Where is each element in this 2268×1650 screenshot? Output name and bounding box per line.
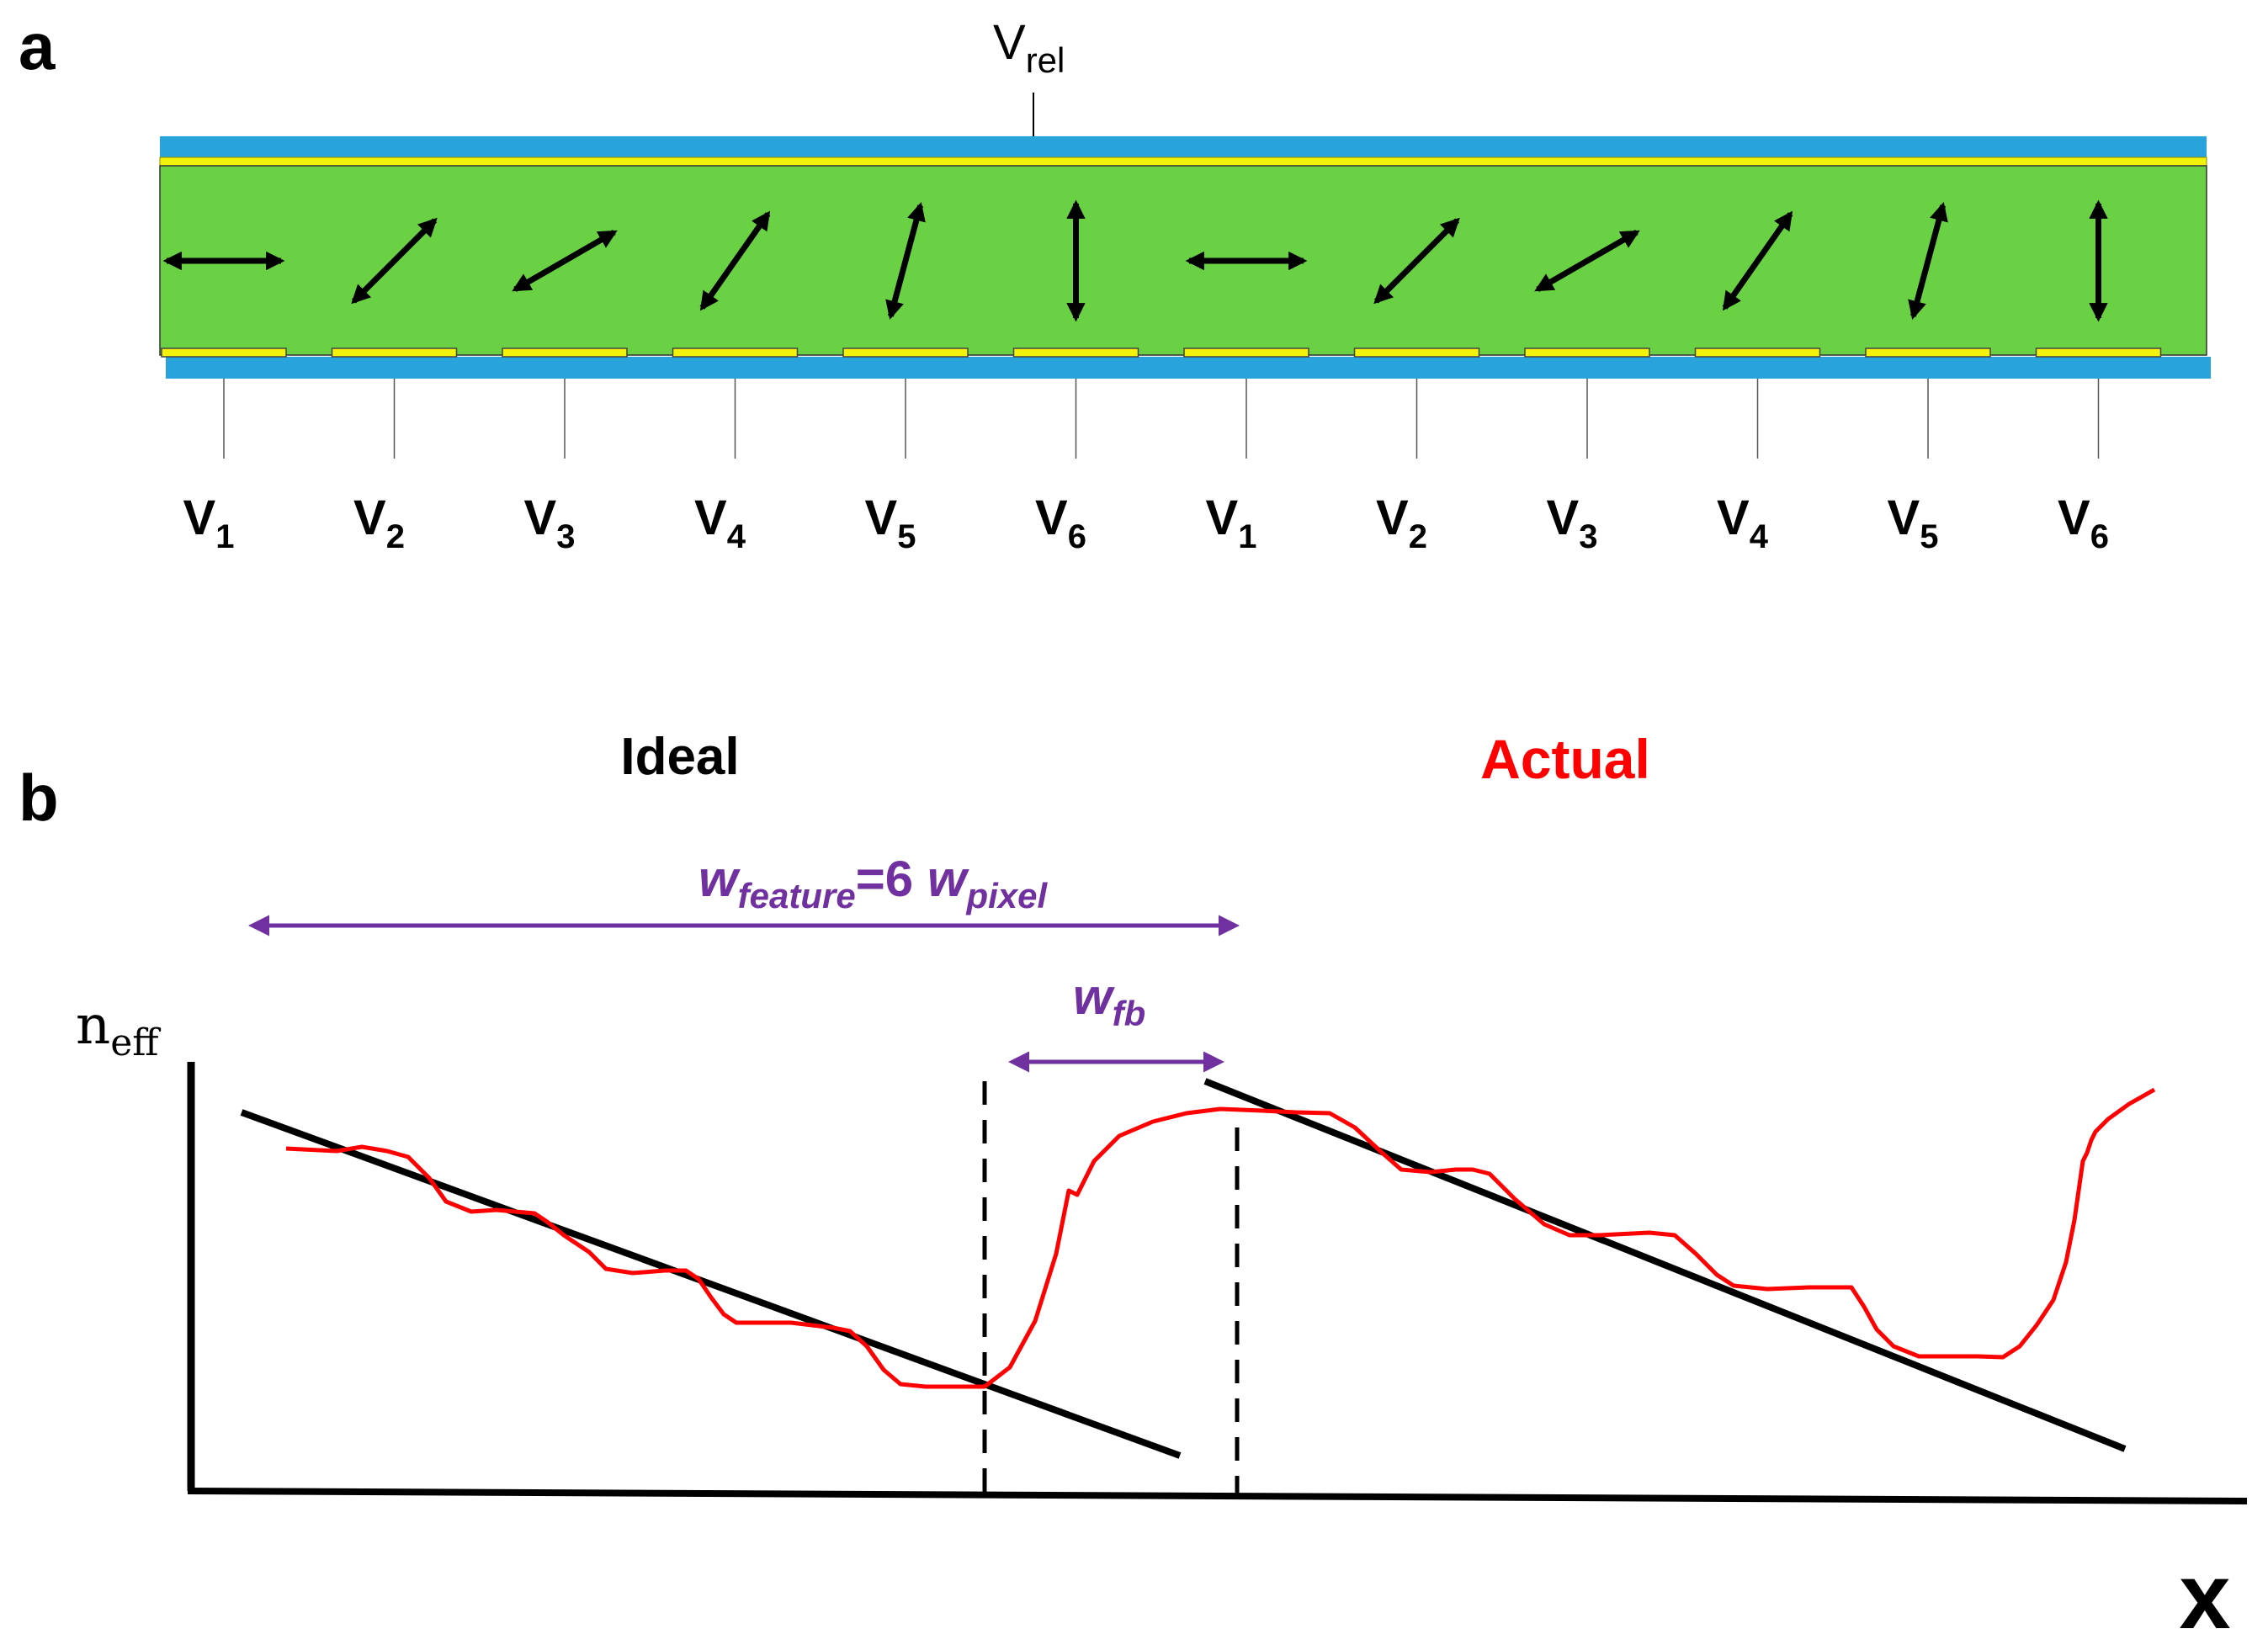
electrode-voltage-label: V5 [865, 491, 916, 555]
ideal-line-1 [240, 1109, 1182, 1459]
electrode-voltage-label: V6 [2058, 491, 2109, 555]
electrode-voltage-sub: 4 [727, 518, 746, 555]
pixel-electrode [1183, 348, 1309, 358]
electrode-voltage-sub: 6 [1068, 518, 1086, 555]
electrode-voltage-sub: 6 [2090, 518, 2109, 555]
lc-director-arrow [512, 229, 618, 293]
pixel-electrode [1524, 348, 1650, 358]
electrode-voltage-label: V3 [1547, 491, 1598, 555]
pixel-electrode [2035, 348, 2162, 358]
electrode-voltage-label: V2 [353, 491, 405, 555]
electrode-voltage-main: V [1547, 491, 1580, 545]
electrode-voltage-main: V [2058, 491, 2090, 545]
lc-director-arrow [1722, 210, 1793, 311]
ideal-line-2 [1203, 1078, 2127, 1452]
electrode-voltage-main: V [1717, 491, 1750, 545]
electrode-voltage-label: V1 [183, 491, 235, 555]
electrode-voltage-sub: 5 [897, 518, 916, 555]
electrode-voltage-sub: 1 [1238, 518, 1256, 555]
electrode-voltage-label: V3 [524, 491, 576, 555]
actual-curve [285, 1087, 2156, 1389]
pixel-electrode [331, 348, 458, 358]
wfb-sub: fb [1113, 994, 1146, 1033]
pixel-electrode [1865, 348, 1991, 358]
electrode-voltage-label: V4 [694, 491, 746, 555]
electrode-voltage-label: V4 [1717, 491, 1769, 555]
electrode-voltage-main: V [1888, 491, 1920, 545]
lc-director-arrow [1534, 229, 1640, 293]
panel-b: b Ideal Actual wfeature=6 wpixel wfb nef… [19, 728, 2248, 1648]
panel-b-label: b [19, 761, 59, 835]
y-axis-sub: eff [110, 1021, 161, 1064]
top-electrode-label: Vrel [993, 15, 1065, 80]
electrode-voltage-label: V6 [1035, 491, 1086, 555]
pixel-electrode [672, 348, 799, 358]
lc-director-arrow [1908, 201, 1948, 321]
pixel-electrode [502, 348, 628, 358]
electrode-voltage-main: V [183, 491, 216, 545]
pixel-electrode [1012, 348, 1139, 358]
y-axis-label: neff [76, 995, 161, 1064]
bottom-substrate [166, 357, 2211, 379]
electrode-voltage-sub: 3 [1579, 518, 1597, 555]
actual-label: Actual [1480, 728, 1650, 790]
electrode-voltage-main: V [865, 491, 898, 545]
electrode-voltage-main: V [524, 491, 557, 545]
lc-director-arrow [699, 210, 771, 311]
y-axis-main: n [76, 995, 110, 1057]
top-electrode-main: V [993, 15, 1026, 70]
top-electrode-sub: rel [1026, 40, 1065, 80]
top-substrate [160, 136, 2207, 157]
x-axis [187, 1488, 2248, 1504]
electrode-voltage-sub: 2 [386, 518, 405, 555]
top-electrode [159, 157, 2207, 167]
electrode-voltage-main: V [353, 491, 386, 545]
pixel-electrode [161, 348, 287, 358]
wfeature-w2: w [927, 851, 969, 907]
electrode-voltage-label: V1 [1206, 491, 1257, 555]
electrode-voltage-sub: 1 [215, 518, 234, 555]
pixel-electrode [1694, 348, 1821, 358]
electrode-voltage-label: V2 [1376, 491, 1427, 555]
wfeature-w1: w [698, 851, 741, 907]
wfb-w: w [1073, 968, 1115, 1025]
pixel-electrode [842, 348, 969, 358]
electrode-voltage-main: V [1035, 491, 1068, 545]
lc-layer [159, 165, 2207, 356]
ideal-label: Ideal [620, 728, 739, 786]
electrode-voltage-main: V [694, 491, 727, 545]
wfeature-mid: =6 [856, 851, 927, 907]
lc-director-arrow [1373, 217, 1460, 305]
electrode-voltage-sub: 3 [556, 518, 575, 555]
lc-director-arrow [885, 201, 926, 321]
electrode-voltage-sub: 4 [1750, 518, 1769, 555]
x-axis-label: x [2179, 1545, 2230, 1648]
electrode-voltage-label: V5 [1888, 491, 1939, 555]
electrode-voltage-sub: 2 [1409, 518, 1427, 555]
electrode-voltage-main: V [1376, 491, 1409, 545]
wfeature-sub1: feature [738, 876, 856, 915]
wfeature-label: wfeature=6 wpixel [698, 851, 1049, 915]
panel-a-label: a [19, 9, 56, 83]
wfb-label: wfb [1073, 968, 1145, 1033]
electrode-voltage-sub: 5 [1920, 518, 1938, 555]
pixel-electrode [1353, 348, 1480, 358]
lc-director-arrow [351, 217, 438, 305]
wfeature-sub2: pixel [965, 876, 1048, 915]
electrode-voltage-main: V [1206, 491, 1239, 545]
